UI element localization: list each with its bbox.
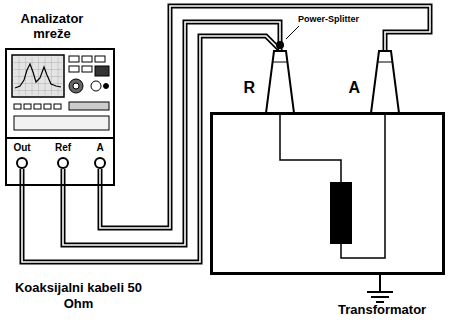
title-label: Analizator mreže (7, 11, 97, 42)
coax-cable (100, 6, 430, 228)
transformer-winding (280, 114, 385, 258)
port-connector: A (94, 142, 106, 169)
power-splitter (276, 41, 284, 49)
port-jack (57, 157, 69, 169)
transformer-tank: Transformator (210, 112, 445, 275)
bushing-outline (265, 50, 295, 113)
leader-line (286, 26, 299, 39)
coax-cable (100, 6, 430, 228)
bushing-outline (370, 50, 400, 113)
ground-symbol (367, 275, 393, 302)
part-label: Power-Splitter (298, 14, 359, 25)
analyzer-buttons (5, 56, 115, 138)
bushing-label: A (348, 78, 360, 97)
port-connector: Out (13, 142, 30, 169)
cable-core (100, 6, 430, 228)
bushing: A (370, 50, 400, 113)
analyzer-screen (12, 55, 64, 97)
network-analyzer: Analizator mrežeOutRefA (5, 48, 115, 186)
title-label: Transformator (338, 302, 426, 318)
port-jack (94, 157, 106, 169)
port-jack (16, 157, 28, 169)
bushing-label: R (243, 78, 255, 97)
port-label: A (96, 142, 103, 154)
port-label: Ref (55, 142, 71, 154)
port-label: Out (13, 142, 30, 154)
cable-label: Koaksijalni kabeli 50 Ohm (6, 280, 151, 311)
bushing: R (265, 50, 295, 113)
port-connector: Ref (55, 142, 71, 169)
